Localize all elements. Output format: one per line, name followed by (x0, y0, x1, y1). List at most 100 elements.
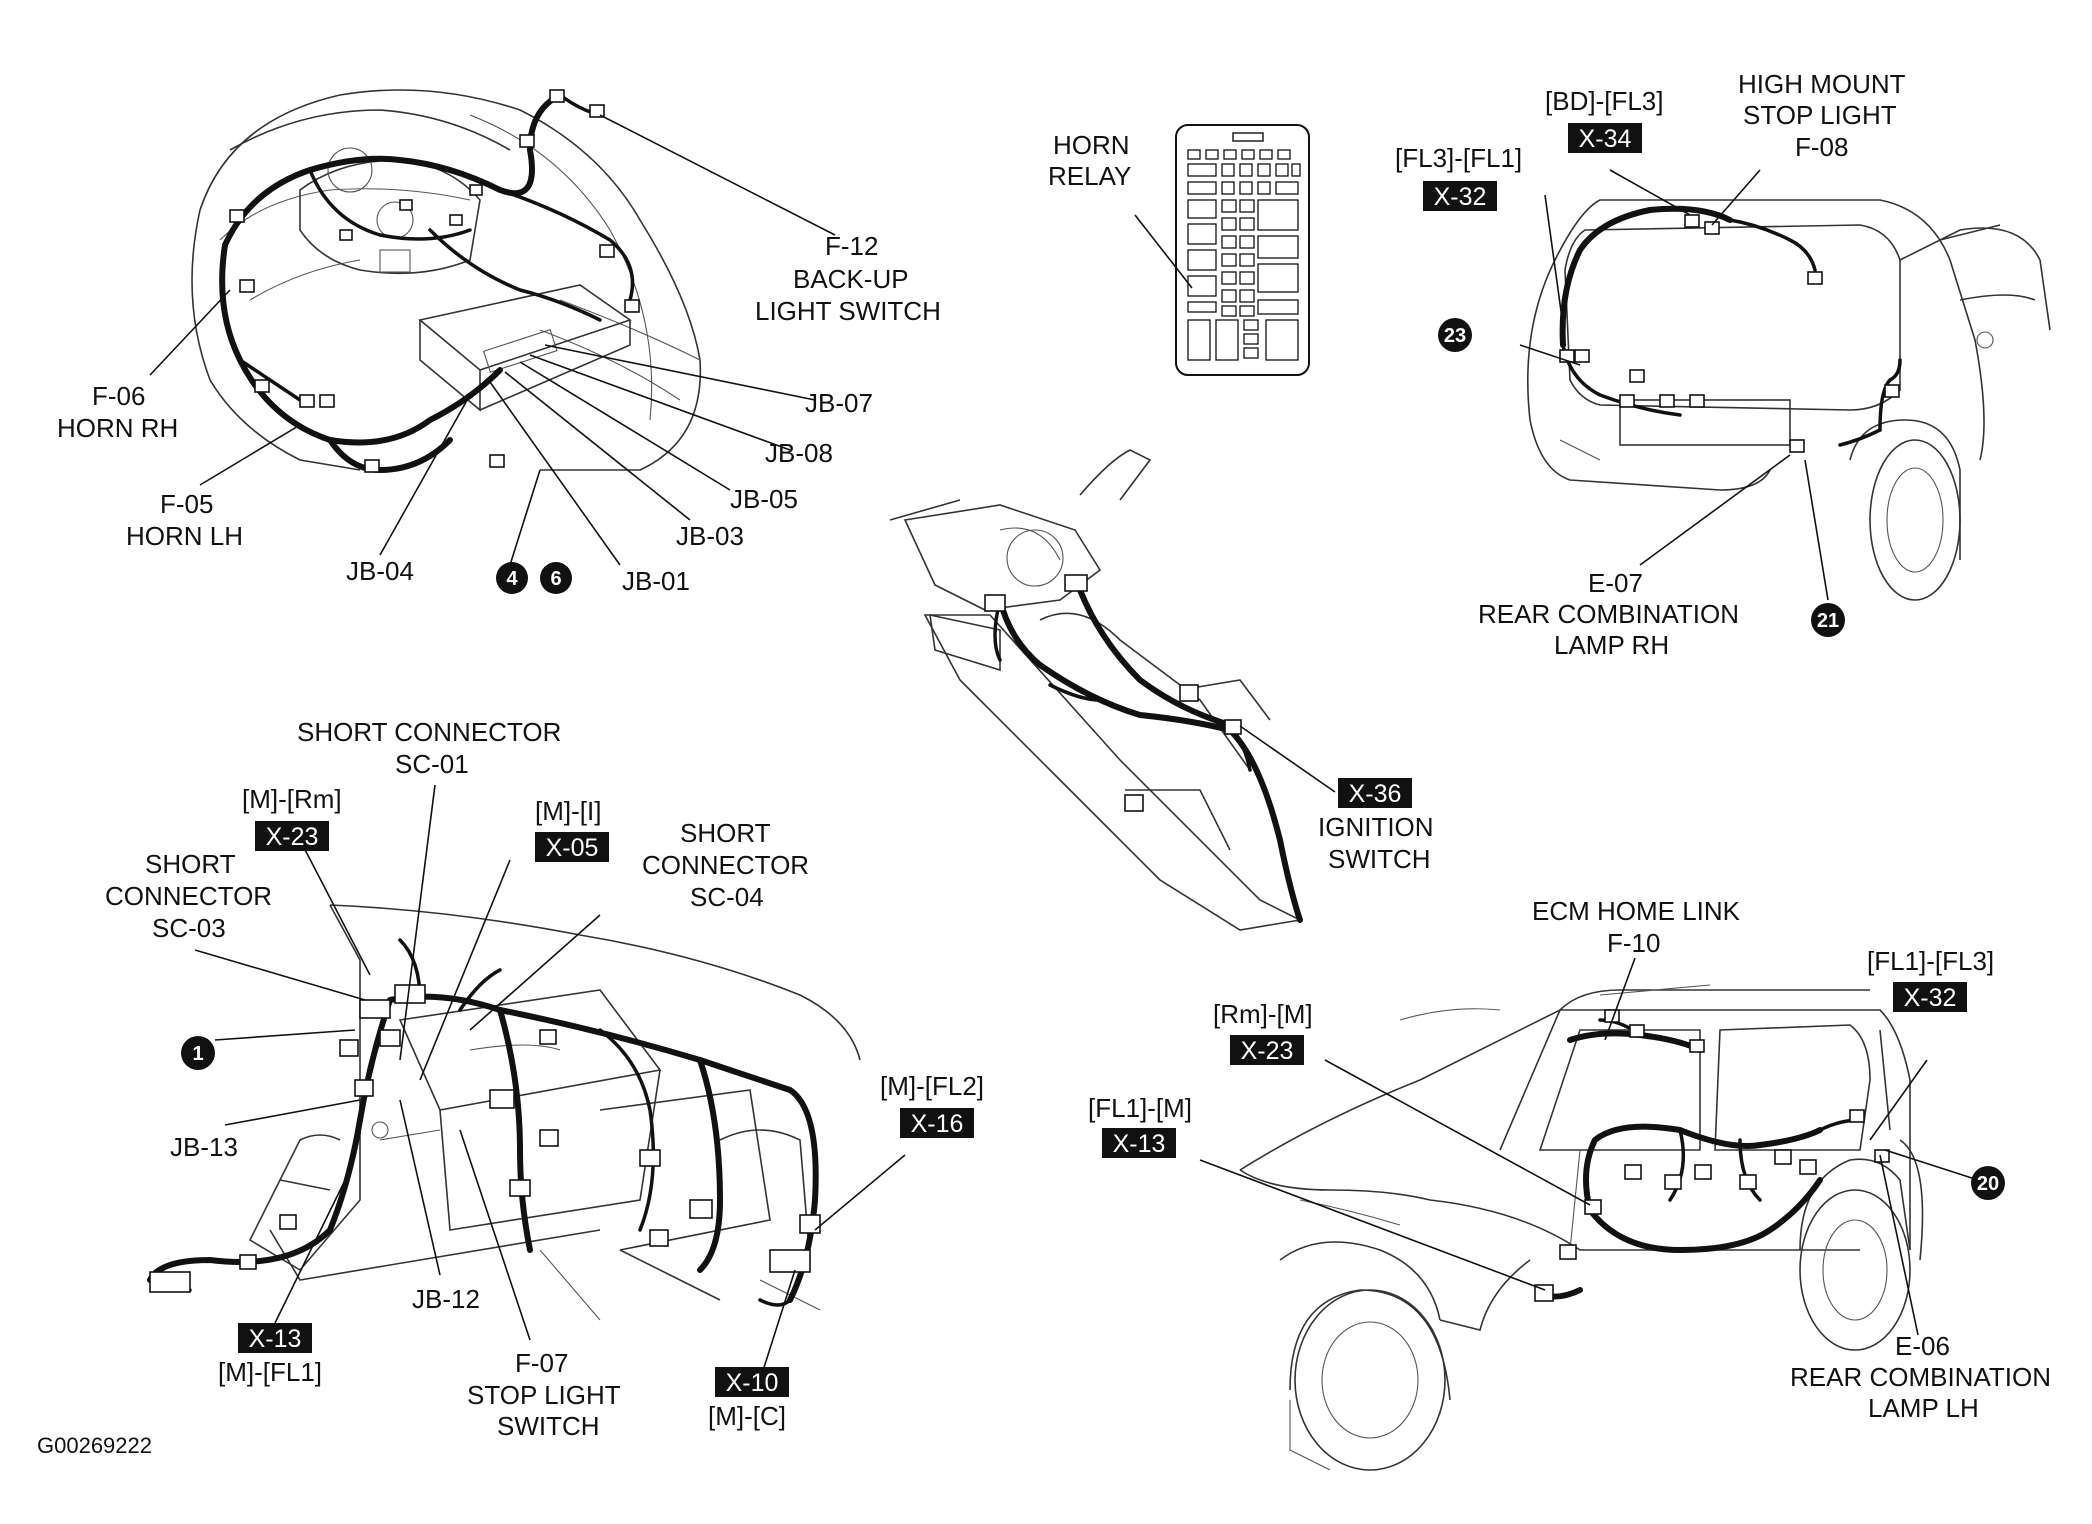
f05-code-label: F-05 (160, 489, 213, 519)
jb04-label: JB-04 (346, 556, 414, 586)
relay-slot (1187, 149, 1201, 160)
svg-text:X-32: X-32 (1434, 183, 1487, 211)
svg-text:4: 4 (506, 568, 518, 590)
sc03-label-3: SC-03 (152, 913, 226, 943)
fl3-fl1-label: [FL3]-[FL1] (1395, 143, 1522, 173)
jb13-label: JB-13 (170, 1132, 238, 1162)
f12-name-label-1: BACK-UP (793, 264, 909, 294)
relay-slot (1215, 319, 1239, 361)
sc03-label-1: SHORT (145, 849, 236, 879)
side-vehicle-panel (1199, 957, 1979, 1471)
sc04-label-1: SHORT (680, 818, 771, 848)
ecm-label-1: ECM HOME LINK (1532, 896, 1741, 926)
relay-slot (1275, 181, 1299, 195)
svg-text:X-10: X-10 (726, 1369, 779, 1397)
relay-slot (1277, 149, 1291, 160)
relay-slot (1187, 319, 1211, 361)
relay-slot (1239, 235, 1255, 249)
e07-code-label: E-07 (1588, 568, 1643, 598)
svg-text:X-23: X-23 (1241, 1037, 1294, 1065)
svg-text:X-05: X-05 (546, 834, 599, 862)
f07-name-label-1: STOP LIGHT (467, 1380, 621, 1410)
badge-23: 23 (1438, 318, 1472, 352)
relay-slot (1239, 305, 1255, 317)
x23-connector-tag-right: X-23 (1230, 1035, 1304, 1065)
relay-slot (1187, 249, 1217, 271)
f12-code-label: F-12 (825, 231, 878, 261)
svg-text:20: 20 (1977, 1173, 1999, 1195)
high-mount-label-2: STOP LIGHT (1743, 100, 1897, 130)
relay-slot (1187, 301, 1217, 313)
x34-connector-tag: X-34 (1568, 123, 1642, 153)
relay-slot (1275, 163, 1289, 177)
svg-text:6: 6 (550, 568, 561, 590)
relay-slot (1239, 199, 1255, 213)
badge-1: 1 (181, 1036, 215, 1070)
steering-column-panel (889, 449, 1336, 931)
relay-slot (1221, 305, 1237, 317)
relay-slot (1187, 275, 1217, 297)
f06-name-label: HORN RH (57, 413, 178, 443)
x32-connector-tag-right: X-32 (1893, 982, 1967, 1012)
x36-connector-tag: X-36 (1338, 778, 1412, 808)
relay-slot (1257, 235, 1299, 259)
relay-slot (1187, 223, 1217, 245)
svg-text:X-13: X-13 (249, 1325, 302, 1353)
f08-label: F-08 (1795, 132, 1848, 162)
svg-text:X-13: X-13 (1113, 1130, 1166, 1158)
relay-slot (1239, 217, 1255, 231)
relay-slot (1221, 253, 1237, 267)
e07-name-label-2: LAMP RH (1554, 630, 1669, 660)
horn-relay-label-2: RELAY (1048, 161, 1131, 191)
x05-connector-tag: X-05 (535, 832, 609, 862)
jb07-label: JB-07 (805, 388, 873, 418)
bd-fl3-label: [BD]-[FL3] (1545, 86, 1663, 116)
relay-slot (1221, 163, 1235, 177)
relay-slot (1221, 271, 1237, 285)
relay-slot (1221, 217, 1237, 231)
x13-connector-tag-right: X-13 (1102, 1128, 1176, 1158)
relay-slot (1239, 271, 1255, 285)
ignition-label-1: IGNITION (1318, 812, 1434, 842)
relay-slot (1221, 235, 1237, 249)
relay-slot (1223, 149, 1237, 160)
horn-relay-label-1: HORN (1053, 130, 1130, 160)
relay-slot (1239, 181, 1253, 195)
svg-text:23: 23 (1444, 325, 1466, 347)
relay-slot (1243, 347, 1259, 359)
relay-slot (1239, 163, 1253, 177)
m-c-label: [M]-[C] (708, 1401, 786, 1431)
e06-name-label-1: REAR COMBINATION (1790, 1362, 2051, 1392)
relay-slot (1257, 299, 1299, 315)
relay-slot (1243, 319, 1259, 331)
m-fl2-label: [M]-[FL2] (880, 1071, 984, 1101)
f06-code-label: F-06 (92, 381, 145, 411)
f12-name-label-2: LIGHT SWITCH (755, 296, 941, 326)
rear-vehicle-panel (1519, 169, 2051, 601)
relay-slot (1239, 289, 1255, 303)
x32-connector-tag-top: X-32 (1423, 181, 1497, 211)
relay-slot (1187, 163, 1217, 177)
relay-slot (1257, 199, 1299, 231)
svg-text:X-23: X-23 (266, 823, 319, 851)
figure-id-label: G00269222 (37, 1433, 152, 1458)
ignition-label-2: SWITCH (1328, 844, 1431, 874)
relay-slot (1259, 149, 1273, 160)
relay-slot (1187, 199, 1217, 219)
badge-4: 4 (496, 562, 528, 594)
relay-slot (1221, 199, 1237, 213)
fl1-m-label: [FL1]-[M] (1088, 1093, 1192, 1123)
svg-text:21: 21 (1817, 610, 1839, 632)
sc01-code-label: SC-01 (395, 749, 469, 779)
svg-text:X-36: X-36 (1349, 780, 1402, 808)
relay-slot (1187, 181, 1217, 195)
e07-name-label-1: REAR COMBINATION (1478, 599, 1739, 629)
svg-text:1: 1 (192, 1043, 203, 1065)
x13-connector-tag-left: X-13 (238, 1323, 312, 1353)
badge-20: 20 (1971, 1166, 2005, 1200)
badge-6: 6 (540, 562, 572, 594)
fl1-fl3-label: [FL1]-[FL3] (1867, 946, 1994, 976)
x10-connector-tag: X-10 (715, 1367, 789, 1397)
x23-connector-tag-left: X-23 (255, 821, 329, 851)
